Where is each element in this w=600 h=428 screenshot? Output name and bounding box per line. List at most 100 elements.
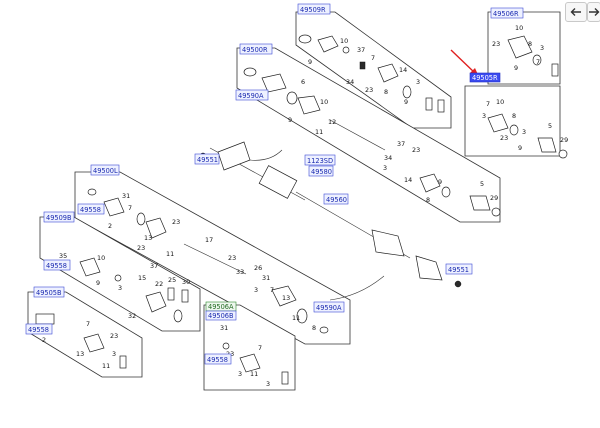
tag-49551[interactable]: 49551 [445, 263, 473, 275]
part-label: 26 [254, 264, 262, 272]
tag-49558[interactable]: 49558 [204, 353, 232, 365]
svg-text:49506A: 49506A [208, 303, 234, 311]
tag-49509B[interactable]: 49509B [43, 211, 75, 223]
part-label: 9 [288, 116, 292, 124]
tag-49506R[interactable]: 49506R [490, 7, 524, 19]
part-label: 12 [328, 118, 336, 126]
back-button[interactable] [565, 2, 587, 22]
part-label: 31 [122, 192, 130, 200]
tag-49506B[interactable]: 49506B [205, 310, 237, 321]
tag-49558[interactable]: 49558 [43, 259, 71, 271]
tag-49560[interactable]: 49560 [323, 193, 349, 205]
part-label: 2 [42, 336, 46, 344]
part-label: 8 [528, 40, 532, 48]
part-label: 10 [340, 37, 348, 45]
part-label: 3 [383, 164, 387, 172]
part-label: 3 [238, 370, 242, 378]
part-label: 3 [112, 350, 116, 358]
part-label: 23 [172, 218, 180, 226]
forward-button[interactable] [587, 2, 600, 22]
part-label: 31 [220, 324, 228, 332]
part-label: 23 [110, 332, 118, 340]
part-label: 30 [182, 278, 190, 286]
tag-49500R[interactable]: 49500R [239, 43, 273, 55]
part-label: 11 [102, 362, 110, 370]
svg-text:49505B: 49505B [36, 289, 62, 297]
part-label: 7 [270, 286, 274, 294]
part-label: 37 [397, 140, 405, 148]
tag-49580[interactable]: 49580 [308, 165, 334, 177]
svg-text:49506R: 49506R [493, 10, 519, 18]
part-label: 9 [96, 279, 100, 287]
part-label: 23 [412, 146, 420, 154]
tag-49558[interactable]: 49558 [25, 323, 53, 335]
part-label: 10 [515, 24, 523, 32]
part-label: 7 [486, 100, 490, 108]
part-label: 5 [480, 180, 484, 188]
svg-text:49506B: 49506B [208, 312, 234, 320]
part-label: 3 [482, 112, 486, 120]
tag-49505B[interactable]: 49505B [33, 286, 65, 298]
svg-text:49558: 49558 [80, 206, 101, 214]
part-label: 14 [399, 66, 407, 74]
part-label: 34 [346, 78, 354, 86]
part-label: 3 [266, 380, 270, 388]
part-label: 10 [320, 98, 328, 106]
tag-1123SD[interactable]: 1123SD [304, 154, 336, 166]
part-label: 7 [128, 204, 132, 212]
part-label: 13 [76, 350, 84, 358]
part-label: 7 [86, 320, 90, 328]
svg-text:49558: 49558 [28, 326, 49, 334]
tag-49506A[interactable]: 49506A [205, 301, 237, 312]
part-label: 2 [108, 222, 112, 230]
part-label: 9 [438, 178, 442, 186]
tag-49551[interactable]: 49551 [194, 153, 220, 165]
svg-text:49505R: 49505R [472, 74, 498, 82]
tag-49590A[interactable]: 49590A [235, 89, 269, 101]
part-label: 9 [514, 64, 518, 72]
part-number-labels: 9 10 37 34 23 8 14 3 7 9 23 10 9 8 3 7 7… [42, 24, 568, 388]
part-label: 3 [416, 78, 420, 86]
part-label: 5 [548, 122, 552, 130]
arrow-right-icon [589, 8, 600, 16]
part-label: 23 [500, 134, 508, 142]
arrow-left-icon [570, 8, 581, 16]
part-label: 9 [308, 58, 312, 66]
svg-text:49590A: 49590A [238, 92, 264, 100]
part-label: 23 [228, 254, 236, 262]
part-label: 3 [118, 284, 122, 292]
tag-49558[interactable]: 49558 [77, 203, 105, 215]
part-label: 34 [384, 154, 392, 162]
svg-text:49551: 49551 [448, 266, 469, 274]
part-label: 17 [205, 236, 213, 244]
svg-text:49558: 49558 [46, 262, 67, 270]
part-label: 29 [560, 136, 568, 144]
part-label: 11 [292, 314, 300, 322]
svg-text:49560: 49560 [326, 196, 347, 204]
part-label: 11 [315, 128, 323, 136]
part-label: 13 [282, 294, 290, 302]
svg-text:49500L: 49500L [93, 167, 118, 175]
part-label: 9 [518, 144, 522, 152]
part-label: 3 [522, 128, 526, 136]
part-label: 8 [426, 196, 430, 204]
part-label: 23 [137, 244, 145, 252]
tag-49509R[interactable]: 49509R [297, 3, 331, 15]
part-label: 25 [168, 276, 176, 284]
svg-text:49509B: 49509B [46, 214, 72, 222]
tag-49505R-selected[interactable]: 49505R [469, 72, 501, 83]
svg-text:49551: 49551 [197, 156, 218, 164]
part-label: 37 [357, 46, 365, 54]
tag-49500L[interactable]: 49500L [90, 164, 120, 176]
part-label: 10 [496, 98, 504, 106]
part-label: 13 [144, 234, 152, 242]
part-label: 32 [128, 312, 136, 320]
part-label: 15 [138, 274, 146, 282]
part-label: 3 [254, 286, 258, 294]
svg-text:1123SD: 1123SD [307, 157, 333, 165]
tag-49590A[interactable]: 49590A [313, 301, 345, 313]
part-label: 11 [166, 250, 174, 258]
part-label: 37 [150, 262, 158, 270]
part-label: 33 [236, 268, 244, 276]
part-label: 23 [492, 40, 500, 48]
